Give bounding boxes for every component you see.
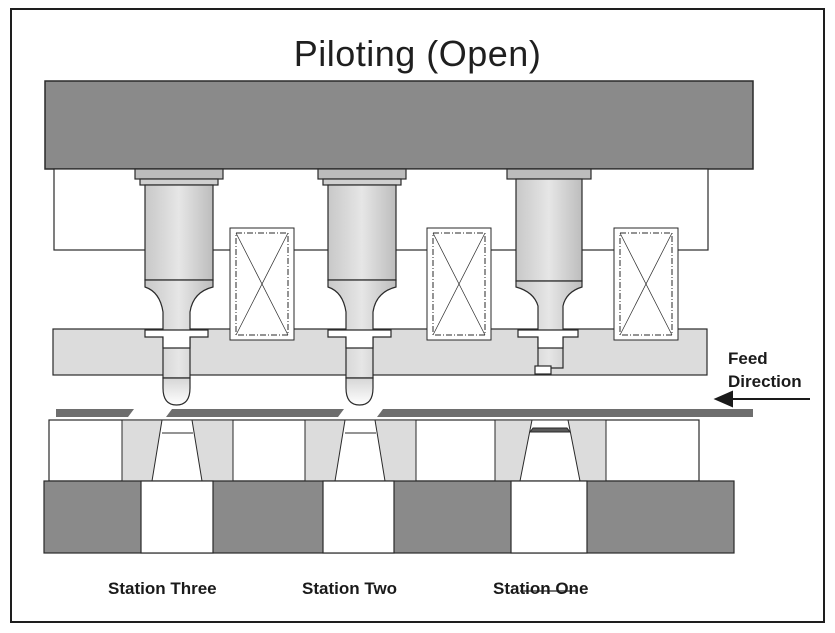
lower-die-shoe	[43, 480, 735, 554]
pilot-punch-station-two	[317, 168, 407, 406]
station-one-label: Station One	[493, 579, 589, 598]
station-three-label: Station Three	[108, 579, 217, 598]
spring-pocket-3	[613, 227, 679, 341]
die-button-station-two	[304, 419, 417, 482]
feed-label-line2: Direction	[728, 372, 802, 391]
die-button-station-one	[494, 419, 607, 482]
feed-arrow	[713, 390, 810, 408]
spring-pocket-1	[229, 227, 295, 341]
pilot-punch-station-three	[134, 168, 224, 406]
diagram-title: Piloting (Open)	[293, 33, 542, 74]
feed-direction-label: Feed Direction	[728, 347, 802, 393]
die-button-station-three	[121, 419, 234, 482]
diagram-frame	[10, 8, 825, 623]
strip-material	[56, 409, 753, 417]
pierce-punch-station-one	[506, 168, 592, 375]
top-die-shoe	[44, 80, 754, 170]
station-two-label: Station Two	[302, 579, 398, 598]
spring-pocket-2	[426, 227, 492, 341]
feed-label-line1: Feed	[728, 349, 768, 368]
